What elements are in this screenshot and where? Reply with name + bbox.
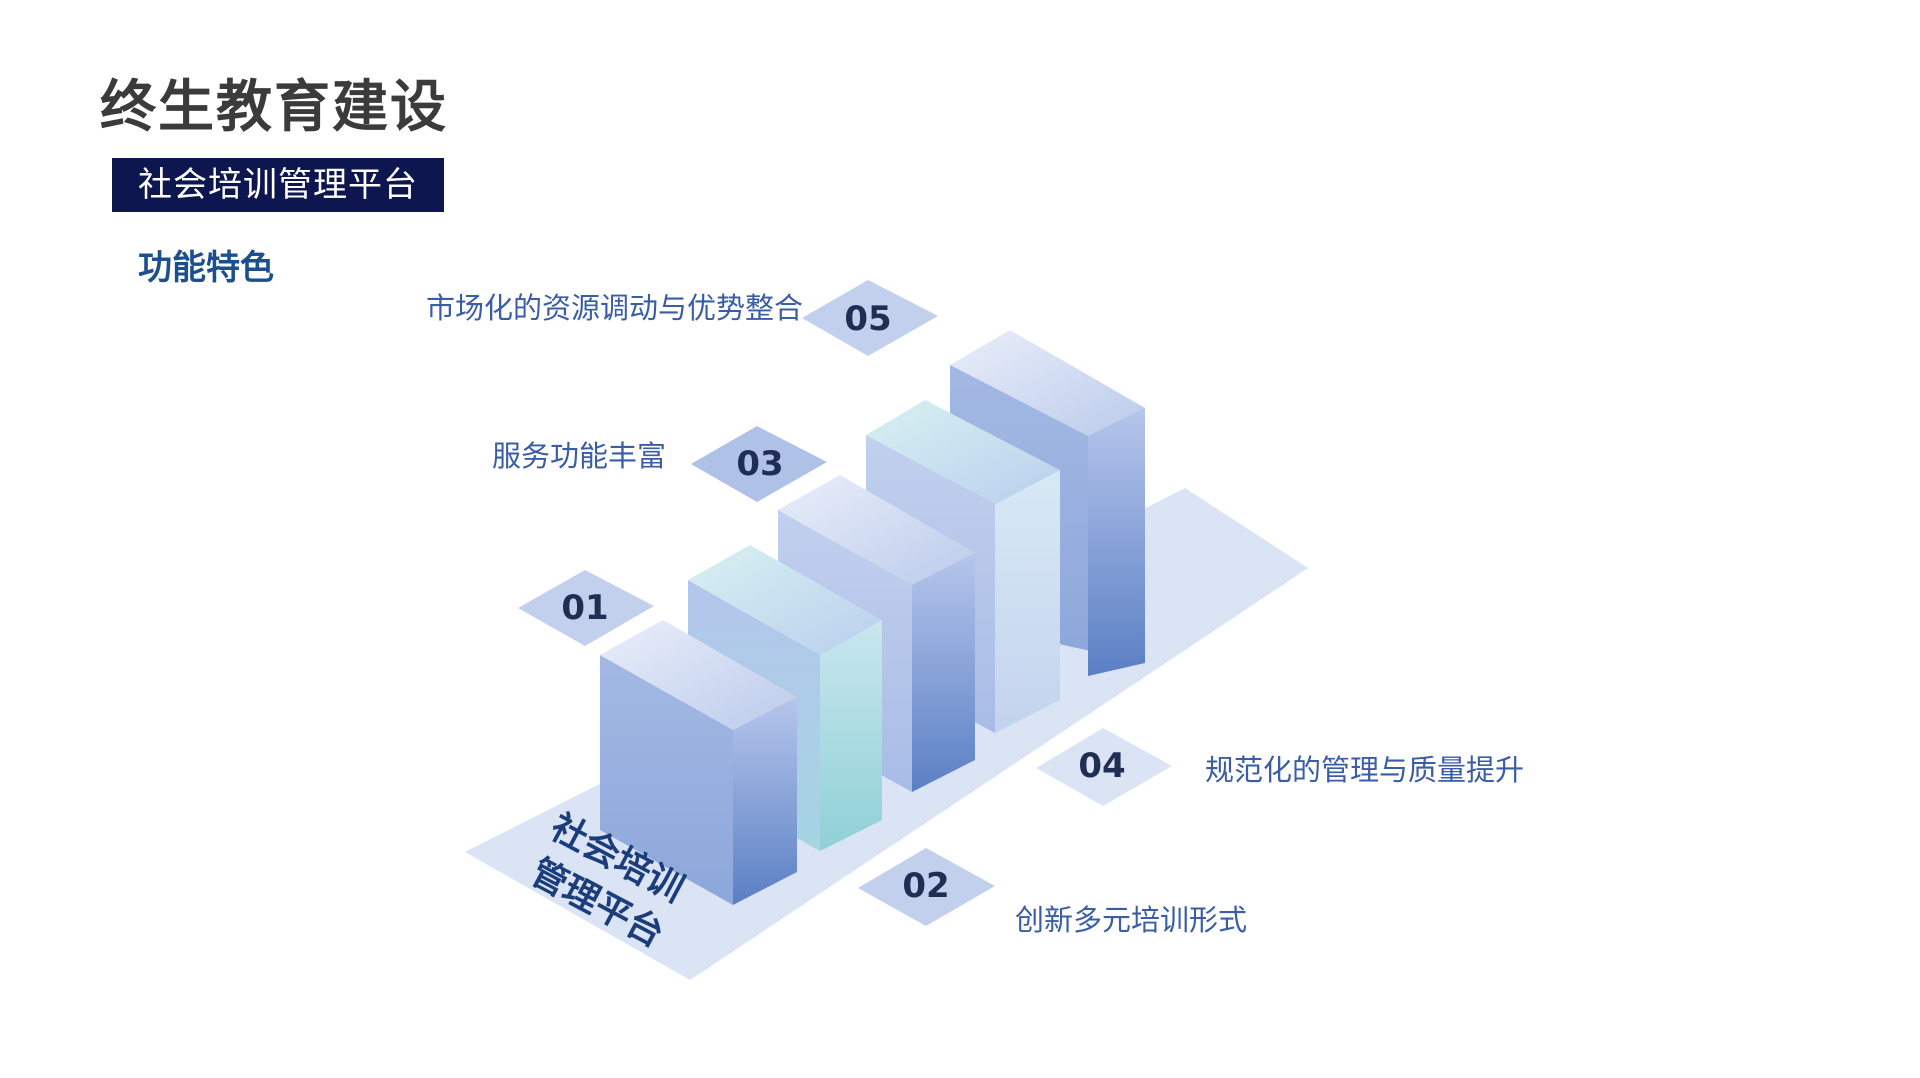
feature-label-02: 创新多元培训形式 — [1015, 903, 1247, 937]
feature-label-04: 规范化的管理与质量提升 — [1205, 753, 1524, 787]
page-title: 终生教育建设 — [100, 75, 448, 140]
feature-label-05: 市场化的资源调动与优势整合 — [426, 291, 803, 325]
marker-04-number: 04 — [1078, 746, 1125, 786]
bar-01 — [600, 620, 797, 905]
marker-04: 04 — [1036, 728, 1172, 806]
marker-02-number: 02 — [902, 866, 949, 906]
feature-label-03: 服务功能丰富 — [492, 439, 666, 473]
marker-05: 05 — [802, 280, 938, 356]
marker-01: 01 — [518, 570, 654, 646]
marker-05-number: 05 — [844, 299, 891, 339]
marker-02: 02 — [858, 848, 995, 926]
marker-03-number: 03 — [736, 444, 783, 484]
section-heading: 功能特色 — [138, 248, 274, 288]
subtitle-badge: 社会培训管理平台 — [112, 158, 444, 212]
marker-01-number: 01 — [561, 588, 608, 628]
marker-03: 03 — [691, 426, 827, 502]
